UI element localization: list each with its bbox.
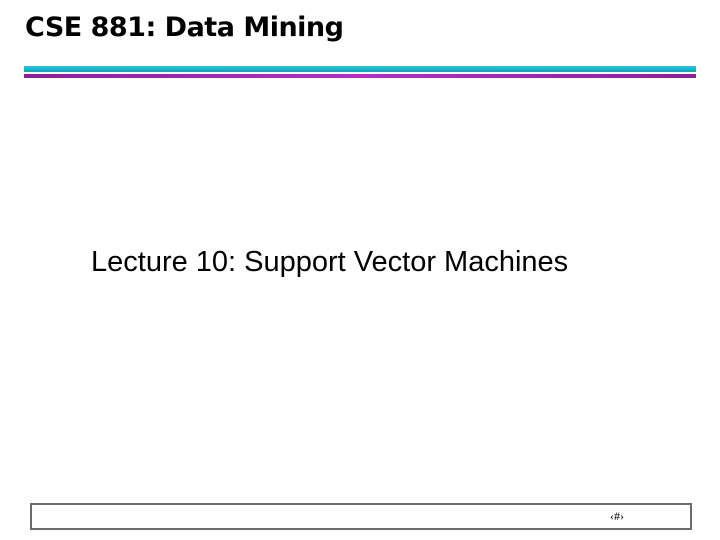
slide-title: CSE 881: Data Mining [25, 12, 344, 43]
title-divider-magenta [24, 74, 696, 78]
slide-subtitle: Lecture 10: Support Vector Machines [91, 246, 569, 278]
footer-box: ‹#› [30, 503, 692, 530]
slide-number: ‹#› [610, 509, 624, 523]
title-divider-cyan [24, 66, 696, 72]
